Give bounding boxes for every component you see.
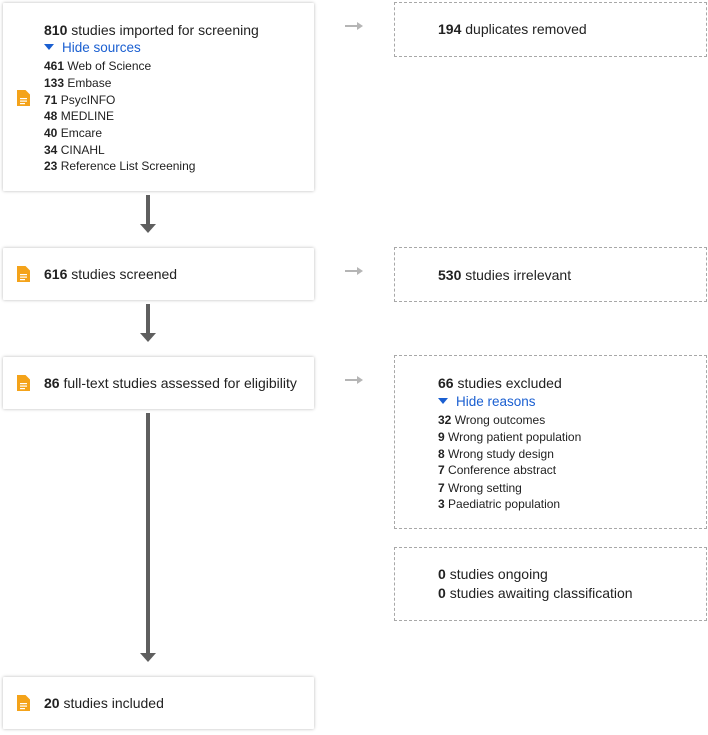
awaiting-line: 0 studies awaiting classification [438,585,633,601]
flow-arrow-line [146,304,150,333]
duplicates-box: 194 duplicates removed [394,2,707,57]
reason-count: 32 [438,413,452,427]
reason-name: Paediatric population [448,497,561,511]
source-name: MEDLINE [60,109,115,123]
identification-box: 810 studies imported for screening Hide … [3,3,314,191]
source-name: PsycINFO [60,93,116,107]
reason-item: 8 Wrong study design [438,447,554,461]
source-name: Embase [67,76,112,90]
source-count: 48 [44,109,58,123]
awaiting-count: 0 [438,585,446,601]
screened-text: studies screened [71,266,178,282]
hide-sources-label[interactable]: Hide sources [62,40,141,55]
reason-name: Wrong patient population [448,430,582,444]
excluded-count: 66 [438,375,454,391]
source-item: 71 PsycINFO [44,93,115,107]
imported-line: 810 studies imported for screening [44,22,259,38]
reason-item: 7 Wrong setting [438,481,522,495]
arrow-right-icon [345,376,363,384]
reason-name: Wrong outcomes [454,413,546,427]
hide-reasons-toggle[interactable]: Hide reasons [438,394,536,409]
reason-item: 7 Conference abstract [438,463,556,477]
source-name: Emcare [60,126,103,140]
included-box: 20 studies included [3,677,314,729]
irrelevant-count: 530 [438,267,462,283]
screened-line: 616 studies screened [44,266,177,282]
included-text: studies included [63,695,164,711]
irrelevant-line: 530 studies irrelevant [438,267,571,283]
source-count: 133 [44,76,65,90]
ongoing-line: 0 studies ongoing [438,566,548,582]
irrelevant-text: studies irrelevant [465,267,572,283]
arrow-down-icon [140,333,156,342]
reason-count: 7 [438,463,445,477]
reason-item: 32 Wrong outcomes [438,413,545,427]
irrelevant-box: 530 studies irrelevant [394,247,707,302]
source-name: Web of Science [67,59,152,73]
source-count: 71 [44,93,58,107]
screened-count: 616 [44,266,68,282]
hide-sources-toggle[interactable]: Hide sources [44,40,141,55]
source-item: 48 MEDLINE [44,109,114,123]
fulltext-count: 86 [44,375,60,391]
arrow-down-icon [140,653,156,662]
reason-item: 9 Wrong patient population [438,430,581,444]
excluded-text: studies excluded [457,375,562,391]
duplicates-line: 194 duplicates removed [438,21,587,37]
source-item: 34 CINAHL [44,143,105,157]
flow-arrow-line [146,413,150,653]
awaiting-text: studies awaiting classification [449,585,633,601]
source-name: CINAHL [60,143,105,157]
screened-box: 616 studies screened [3,248,314,300]
duplicates-count: 194 [438,21,462,37]
document-icon [17,695,30,711]
source-item: 461 Web of Science [44,59,151,73]
triangle-down-icon [44,44,54,50]
source-count: 23 [44,159,58,173]
triangle-down-icon [438,398,448,404]
arrow-right-icon [345,267,363,275]
reason-count: 8 [438,447,445,461]
source-item: 133 Embase [44,76,111,90]
source-count: 461 [44,59,65,73]
excluded-line: 66 studies excluded [438,375,562,391]
ongoing-box: 0 studies ongoing 0 studies awaiting cla… [394,547,707,621]
reason-count: 9 [438,430,445,444]
source-item: 23 Reference List Screening [44,159,195,173]
reason-name: Wrong study design [448,447,554,461]
duplicates-text: duplicates removed [465,21,587,37]
source-name: Reference List Screening [60,159,196,173]
ongoing-text: studies ongoing [449,566,548,582]
ongoing-count: 0 [438,566,446,582]
included-line: 20 studies included [44,695,164,711]
reason-name: Conference abstract [448,463,557,477]
reason-count: 3 [438,497,445,511]
arrow-right-icon [345,22,363,30]
reason-count: 7 [438,481,445,495]
document-icon [17,90,30,106]
document-icon [17,266,30,282]
document-icon [17,375,30,391]
fulltext-text: full-text studies assessed for eligibili… [63,375,297,391]
source-count: 40 [44,126,58,140]
imported-count: 810 [44,22,68,38]
fulltext-line: 86 full-text studies assessed for eligib… [44,375,297,391]
included-count: 20 [44,695,60,711]
hide-reasons-label[interactable]: Hide reasons [456,394,536,409]
imported-text: studies imported for screening [71,22,259,38]
reason-item: 3 Paediatric population [438,497,560,511]
source-item: 40 Emcare [44,126,102,140]
excluded-box: 66 studies excluded Hide reasons 32 Wron… [394,355,707,529]
arrow-down-icon [140,224,156,233]
source-count: 34 [44,143,58,157]
reason-name: Wrong setting [448,481,522,495]
flow-arrow-line [146,195,150,224]
fulltext-box: 86 full-text studies assessed for eligib… [3,357,314,409]
